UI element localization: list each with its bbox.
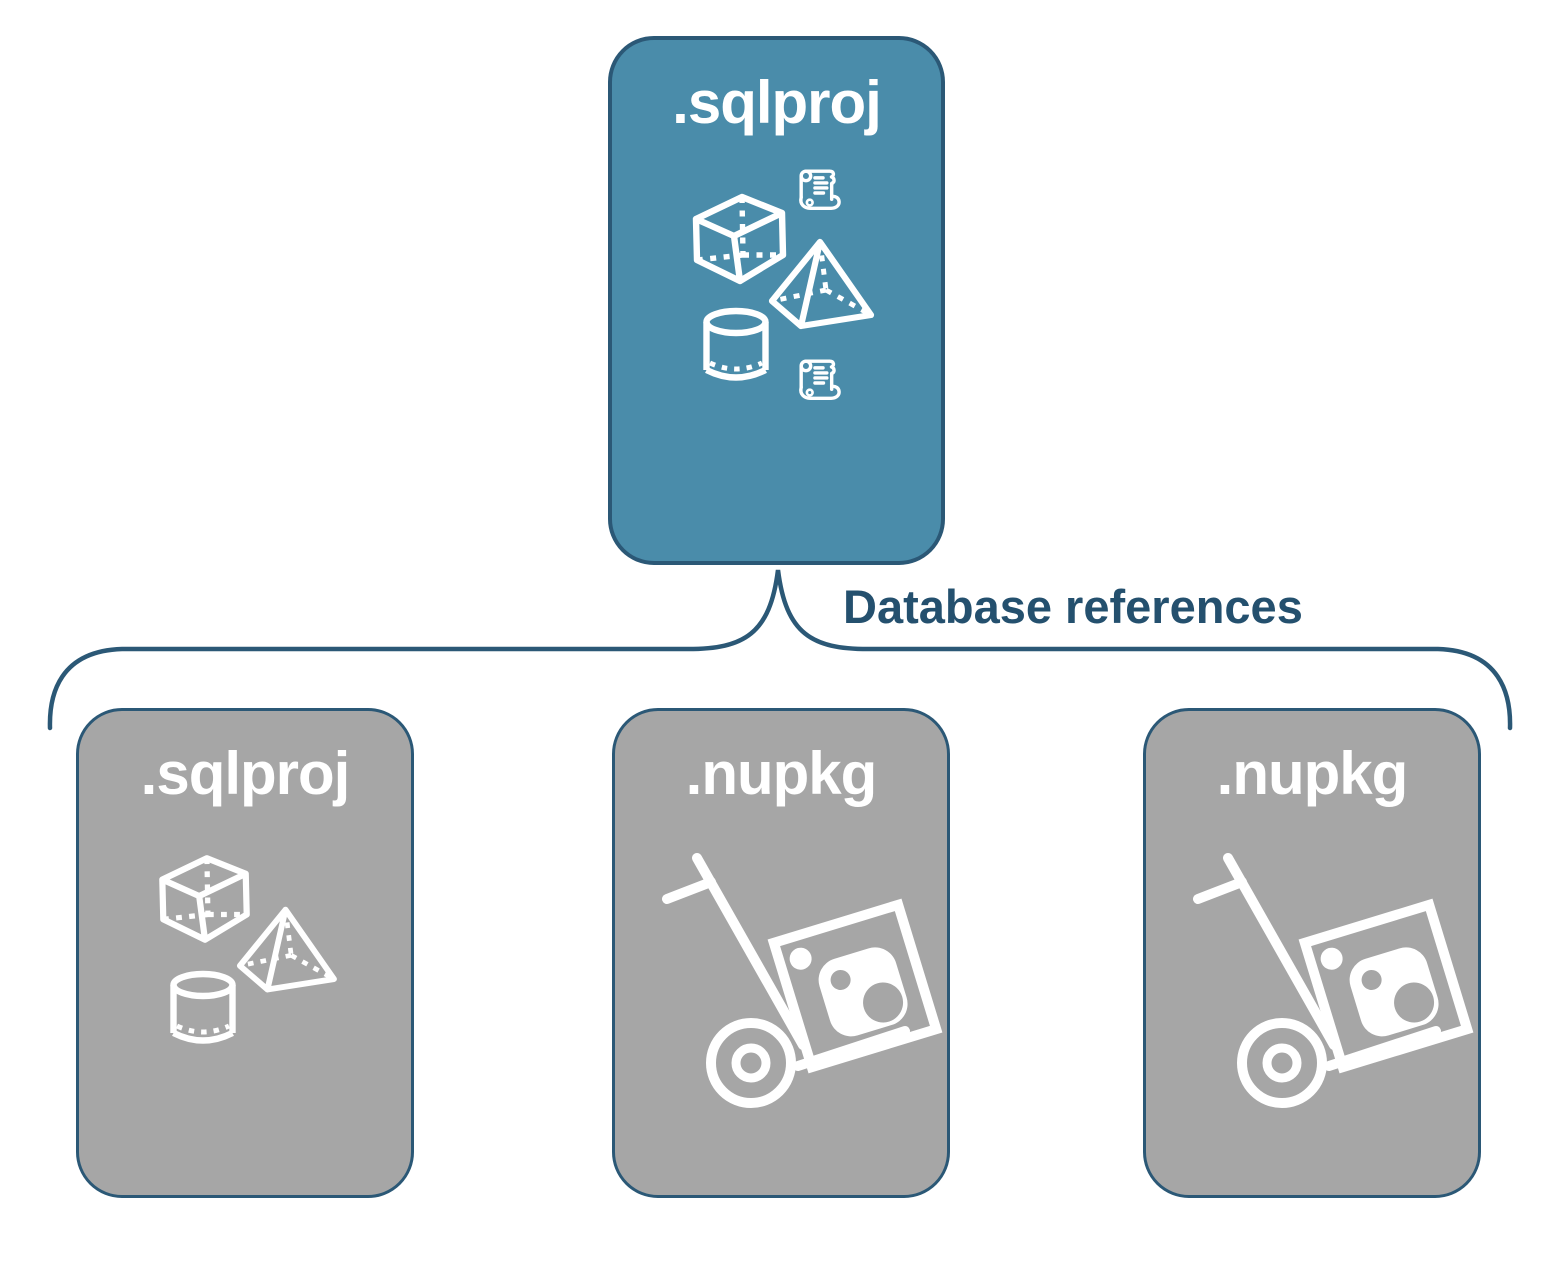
node-label: .sqlproj bbox=[672, 69, 882, 136]
node-label: .nupkg bbox=[685, 740, 878, 807]
cylinder-icon bbox=[707, 311, 766, 378]
cylinder-icon bbox=[174, 974, 233, 1041]
cube-icon bbox=[162, 858, 246, 939]
pyramid-icon bbox=[772, 242, 871, 326]
connector-label: Database references bbox=[843, 580, 1303, 633]
package-dolly-icon bbox=[1198, 858, 1467, 1103]
node-child-nupkg-1: .nupkg bbox=[612, 708, 950, 1198]
pyramid-icon bbox=[240, 910, 334, 990]
package-dolly-icon bbox=[667, 858, 936, 1103]
node-root-sqlproj: .sqlproj bbox=[608, 36, 945, 565]
scroll-icon bbox=[799, 169, 841, 210]
node-child-sqlproj: .sqlproj bbox=[76, 708, 414, 1198]
scroll-icon bbox=[799, 359, 841, 400]
node-label: .nupkg bbox=[1216, 740, 1409, 807]
cube-icon bbox=[696, 197, 783, 281]
node-label: .sqlproj bbox=[140, 740, 351, 807]
node-child-nupkg-2: .nupkg bbox=[1143, 708, 1481, 1198]
